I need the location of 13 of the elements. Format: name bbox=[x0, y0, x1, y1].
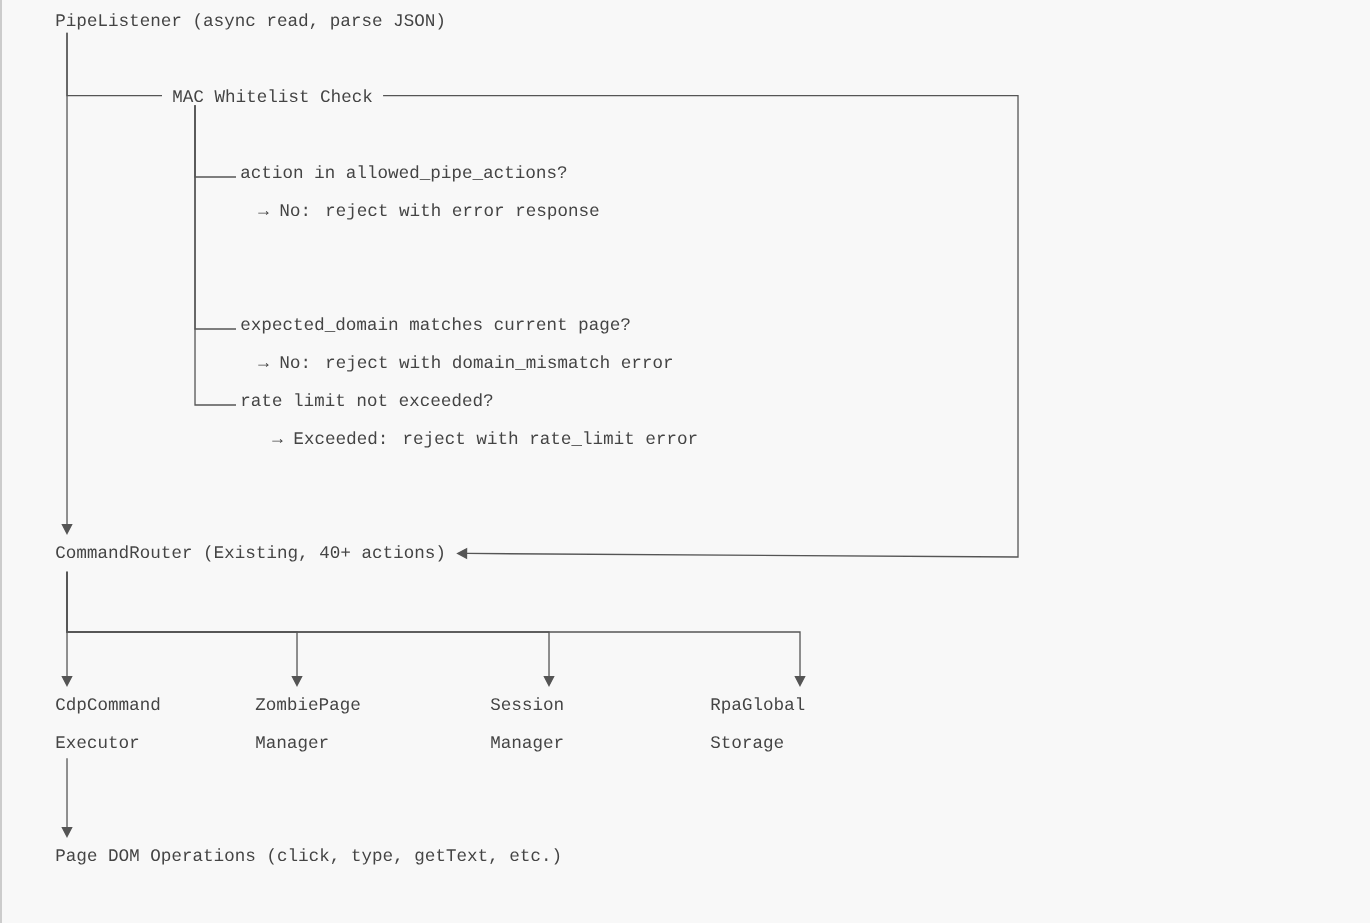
node-label: CommandRouter (Existing, 40+ actions) bbox=[56, 545, 443, 562]
connector-arrow bbox=[66, 571, 806, 687]
check-label: rate limit not exceeded? → Exceeded: reject with rate_limit error bbox=[242, 393, 697, 448]
node-label: RpaGlobal Storage bbox=[710, 697, 805, 752]
node-label: Page DOM Operations (click, type, getText, etc.) bbox=[56, 848, 560, 865]
node-label: MAC Whitelist Check bbox=[173, 89, 372, 103]
node-label: ZombiePage Manager bbox=[255, 697, 360, 752]
connector-arrow bbox=[61, 757, 73, 838]
node-label: PipeListener (async read, parse JSON) bbox=[56, 13, 443, 30]
node-label: CdpCommand Executor bbox=[56, 697, 160, 749]
connector-arrow bbox=[382, 95, 1019, 560]
node-label: Session Manager bbox=[490, 697, 563, 752]
check-label: action in allowed_pipe_actions? → No: reject with error response bbox=[241, 165, 599, 220]
